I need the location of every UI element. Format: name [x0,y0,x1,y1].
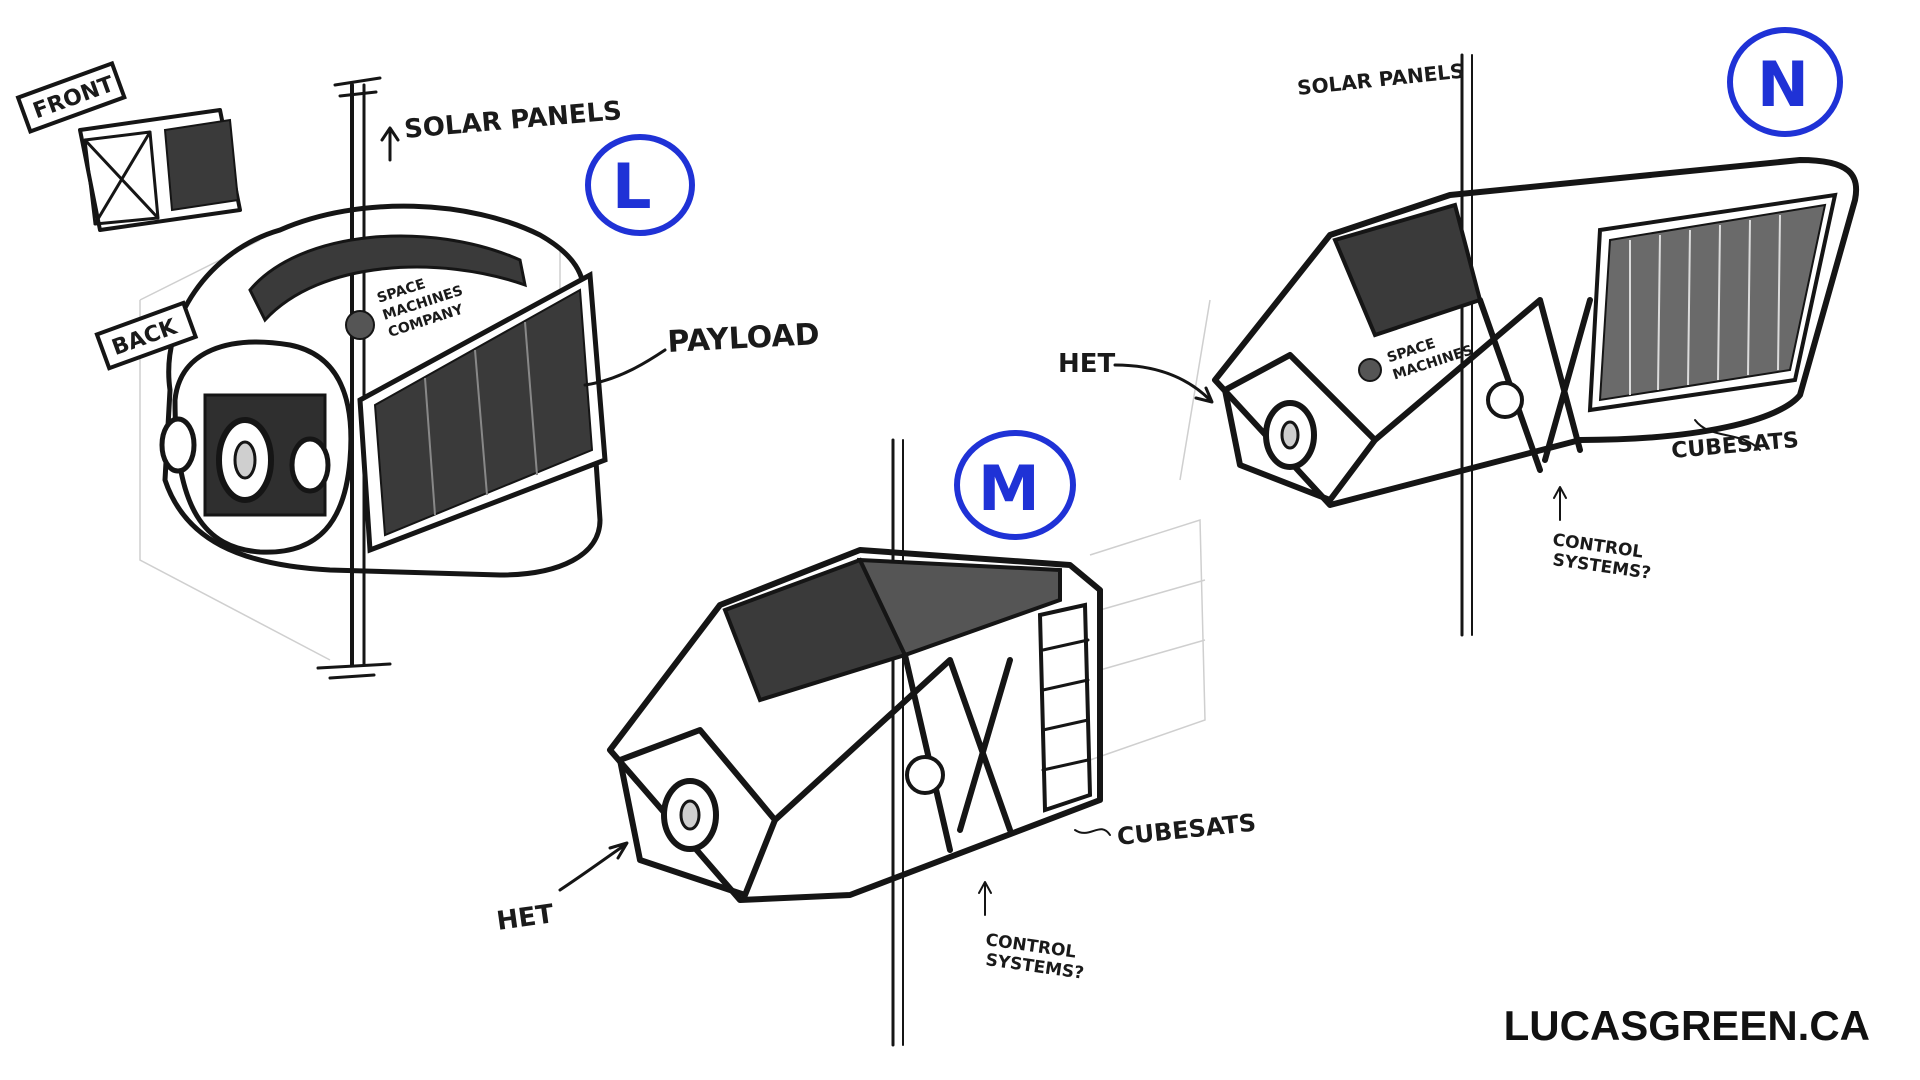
payload-grid-l [424,321,538,516]
design-l: SPACE MACHINES COMPANY FRONT BACK SOLAR … [15,60,821,680]
thruster-core-l [233,440,257,480]
mast-bottom-cap [316,662,392,680]
cubesats-label-m: CUBESATS [1116,809,1258,851]
design-l-circle [585,134,695,236]
front-thumbnail-panel [163,118,240,212]
cubesat-grid-n [1629,214,1781,395]
back-label-box [94,300,199,371]
thruster-core-n [1280,420,1300,450]
het-arrow-n [1113,363,1214,404]
cubesats-brace-m [1074,828,1111,836]
design-n-letter: N [1757,48,1809,121]
payload-panel-l [373,288,594,537]
payload-label: PAYLOAD [667,317,821,360]
design-n: SPACE MACHINES SOLAR PANELS HET CUBESATS… [1058,27,1860,637]
design-n-circle [1727,27,1843,137]
nose-frame-m [617,727,778,898]
body-shell-m [607,547,1103,903]
top-rear-panel-m [856,557,1062,658]
company-logo-icon-l [345,310,375,340]
solar-panels-label-n: SOLAR PANELS [1296,59,1465,100]
front-thumbnail-cross [83,130,160,226]
nose-frame-n [1222,352,1378,503]
company-logo-small-n [1358,358,1382,382]
thruster-left-l [159,416,197,474]
het-label-n: HET [1058,349,1116,379]
watermark: LUCASGREEN.CA [1504,1002,1870,1049]
front-face-l [172,339,354,555]
design-m-circle [954,430,1076,540]
solar-panels-label-l: SOLAR PANELS [403,96,623,145]
body-shell-n [1212,157,1860,508]
construction-lines-m [1089,518,1206,761]
mast-top-cap [333,76,382,98]
company-logo-icon-m [905,755,945,795]
body-shell-l [162,203,603,578]
design-m-letter: M [978,452,1040,525]
cubesat-slots-m [1041,638,1090,772]
cubesat-rack-m [1037,602,1093,813]
front-thumbnail [78,108,242,232]
frame-struts-m [772,652,1013,853]
control-arrow-m [978,881,992,916]
control-arrow-n [1553,486,1567,521]
cubesats-brace-n [1694,419,1761,451]
solar-arrow-l [380,126,400,162]
het-arrow-m [558,841,629,892]
company-logo-icon-n [1486,381,1524,419]
thruster-right-l [289,436,331,494]
front-label-box [15,60,127,135]
thruster-core-m [679,799,701,831]
het-label-m: HET [495,899,556,937]
design-m: HET CUBESATS CONTROL SYSTEMS? M [495,430,1258,1047]
payload-leader-l [583,348,667,387]
cubesat-bay-inner-n [1598,203,1827,402]
design-l-letter: L [612,150,652,223]
top-panel-l [248,234,527,323]
